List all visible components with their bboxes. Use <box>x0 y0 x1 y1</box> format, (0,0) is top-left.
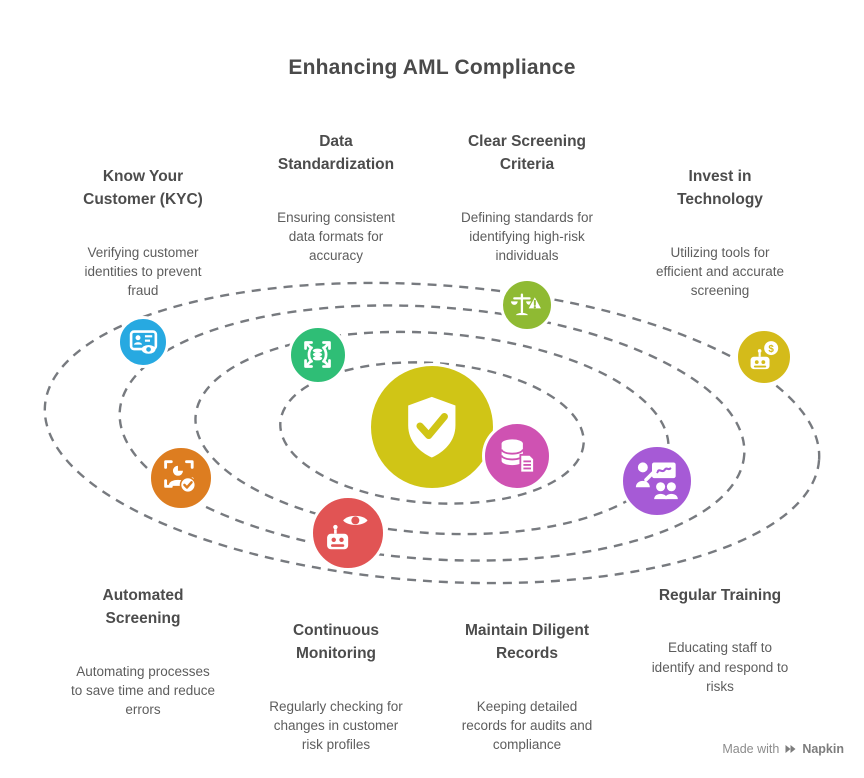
data-expand-icon <box>288 325 348 385</box>
node-label-continuous-monitoring: Continuous Monitoring Regularly checking… <box>226 601 446 773</box>
orbit-ring-1 <box>279 361 585 505</box>
node-label-kyc: Know Your Customer (KYC) Verifying custo… <box>33 147 253 319</box>
node-title: Maintain Diligent Records <box>465 622 589 663</box>
node-label-clear-screening-criteria: Clear Screening Criteria Defining standa… <box>417 112 637 284</box>
node-label-invest-in-technology: Invest in Technology Utilizing tools for… <box>610 147 830 319</box>
node-description: Automating processes to save time and re… <box>70 663 216 718</box>
person-scan-check-icon <box>148 445 214 511</box>
watermark-prefix: Made with <box>722 742 780 756</box>
node-description: Utilizing tools for efficient and accura… <box>655 244 785 299</box>
node-label-regular-training: Regular Training Educating staff to iden… <box>610 566 830 715</box>
training-presentation-icon <box>620 444 694 518</box>
node-title: Clear Screening Criteria <box>467 133 587 174</box>
made-with-napkin-watermark: Made with Napkin <box>722 742 844 756</box>
node-description: Ensuring consistent data formats for acc… <box>277 209 395 264</box>
node-title: Regular Training <box>658 587 782 604</box>
node-label-data-standardization: Data Standardization Ensuring consistent… <box>226 112 446 284</box>
node-description: Educating staff to identify and respond … <box>651 640 789 695</box>
robot-dollar-icon: $ <box>735 328 793 386</box>
orbit-ring-3 <box>118 304 746 562</box>
database-document-icon <box>482 421 552 491</box>
page-title: Enhancing AML Compliance <box>288 56 576 79</box>
eye-robot-icon <box>310 495 386 571</box>
node-description: Keeping detailed records for audits and … <box>461 698 593 753</box>
id-card-eye-icon <box>117 316 169 368</box>
node-description: Verifying customer identities to prevent… <box>84 244 202 299</box>
shield-check-icon <box>368 363 496 491</box>
svg-text:$: $ <box>769 344 775 355</box>
node-title: Invest in Technology <box>677 168 763 209</box>
node-title: Know Your Customer (KYC) <box>83 168 203 209</box>
node-title: Data Standardization <box>277 133 395 174</box>
orbit-ring-4 <box>43 281 821 585</box>
node-title: Continuous Monitoring <box>292 622 380 663</box>
node-title: Automated Screening <box>102 587 184 628</box>
napkin-logo-icon <box>785 745 796 753</box>
node-description: Defining standards for identifying high-… <box>460 209 594 264</box>
node-label-automated-screening: Automated Screening Automating processes… <box>33 566 253 738</box>
scale-alert-icon <box>500 278 554 332</box>
node-description: Regularly checking for changes in custom… <box>269 698 403 753</box>
watermark-brand: Napkin <box>802 742 844 756</box>
node-label-maintain-diligent-records: Maintain Diligent Records Keeping detail… <box>417 601 637 773</box>
